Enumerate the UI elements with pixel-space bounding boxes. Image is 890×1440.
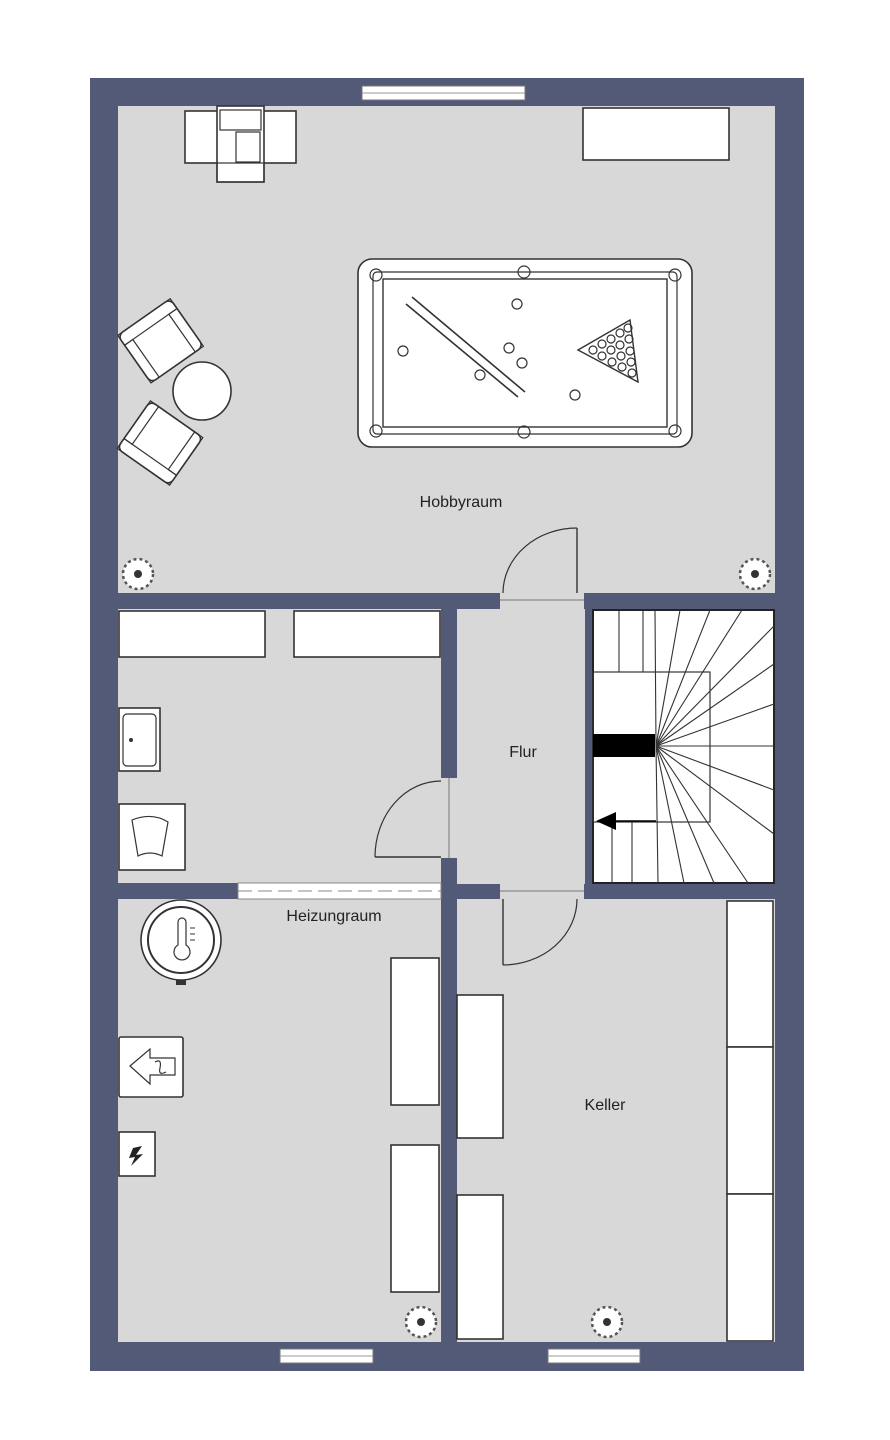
plant-icon <box>404 1305 438 1339</box>
door-flur-keller <box>500 884 584 966</box>
plant-icon <box>738 557 772 591</box>
heat-pump-icon <box>118 1036 184 1098</box>
shelf <box>390 1144 440 1293</box>
pool-table-icon <box>357 258 693 448</box>
opening-wash-heizung <box>237 882 442 900</box>
boiler-icon <box>140 899 222 985</box>
room-flur <box>457 609 585 884</box>
fuse-box-icon <box>118 1131 156 1177</box>
shelf <box>118 610 266 658</box>
washing-machine-icon <box>118 803 186 871</box>
room-label-keller: Keller <box>585 1097 627 1114</box>
shelf <box>390 957 440 1106</box>
plant-icon <box>121 557 155 591</box>
door-hobby-flur <box>500 527 584 609</box>
room-label-flur: Flur <box>509 744 537 761</box>
window-bottom-left <box>279 1348 374 1364</box>
sideboard <box>582 107 730 161</box>
shelf <box>456 994 504 1139</box>
armchair-icon <box>116 297 205 384</box>
shelf <box>726 1193 774 1342</box>
room-label-hobbyraum: Hobbyraum <box>420 494 503 511</box>
window-bottom-right <box>547 1348 641 1364</box>
sink-icon <box>118 707 161 772</box>
room-label-heizungraum: Heizungraum <box>286 908 381 925</box>
round-table-icon <box>172 361 232 421</box>
shelf <box>726 900 774 1048</box>
shelf <box>293 610 441 658</box>
shelf <box>726 1046 774 1195</box>
door-wash-flur <box>374 778 457 858</box>
staircase-icon <box>592 609 775 884</box>
window-top <box>361 85 526 101</box>
armchair-icon <box>116 400 204 486</box>
room-keller <box>457 899 775 1342</box>
armchair-icon <box>184 105 297 183</box>
shelf <box>456 1194 504 1340</box>
plant-icon <box>590 1305 624 1339</box>
thermometer-icon <box>173 917 195 961</box>
